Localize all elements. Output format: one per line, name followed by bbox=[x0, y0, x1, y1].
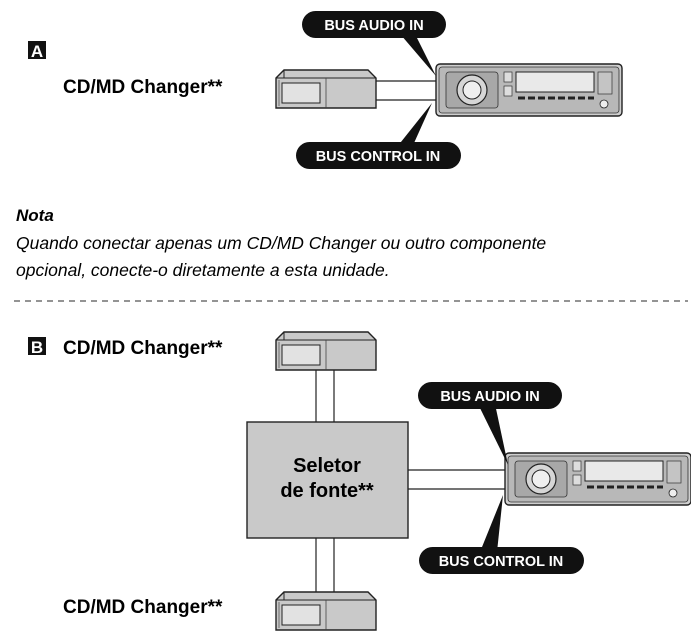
section-b-bus-audio-in-callout: BUS AUDIO IN bbox=[418, 382, 562, 465]
section-b-head-unit bbox=[503, 451, 691, 507]
source-selector-line-1: Seletor bbox=[293, 455, 361, 477]
section-b-letter-box bbox=[28, 337, 46, 355]
section-b-cd-changer-top bbox=[275, 331, 377, 371]
note-title: Nota bbox=[16, 206, 54, 225]
section-a-letter: A bbox=[31, 42, 43, 61]
section-a-bus-control-in-label: BUS CONTROL IN bbox=[316, 149, 441, 165]
note-line-1: Quando conectar apenas um CD/MD Changer … bbox=[16, 233, 546, 253]
section-b-cd-changer-bottom bbox=[275, 591, 377, 631]
section-a-head-unit bbox=[434, 62, 624, 118]
section-b: B CD/MD Changer** CD/MD Changer** Seleto… bbox=[28, 331, 691, 631]
section-b-letter: B bbox=[31, 338, 43, 357]
source-selector-line-2: de fonte** bbox=[280, 480, 374, 502]
section-a-bus-control-in-callout: BUS CONTROL IN bbox=[296, 103, 461, 169]
section-a-cd-changer bbox=[275, 69, 377, 109]
note-line-2: opcional, conecte-o diretamente a esta u… bbox=[16, 260, 390, 280]
section-a: A CD/MD Changer** BUS AUDIO IN BUS CONTR… bbox=[28, 11, 624, 169]
section-a-bus-audio-in-label: BUS AUDIO IN bbox=[324, 18, 423, 34]
section-a-changer-label: CD/MD Changer** bbox=[63, 77, 223, 98]
note-block: Nota Quando conectar apenas um CD/MD Cha… bbox=[16, 206, 546, 280]
section-b-changer-bottom-label: CD/MD Changer** bbox=[63, 597, 223, 618]
section-b-bus-control-in-callout: BUS CONTROL IN bbox=[419, 495, 584, 574]
source-selector-box bbox=[246, 421, 409, 539]
section-a-bus-audio-in-callout: BUS AUDIO IN bbox=[302, 11, 446, 76]
section-a-letter-box bbox=[28, 41, 46, 59]
section-b-changer-top-label: CD/MD Changer** bbox=[63, 338, 223, 359]
section-b-bus-control-in-label: BUS CONTROL IN bbox=[439, 554, 564, 570]
section-b-bus-audio-in-label: BUS AUDIO IN bbox=[440, 389, 539, 405]
